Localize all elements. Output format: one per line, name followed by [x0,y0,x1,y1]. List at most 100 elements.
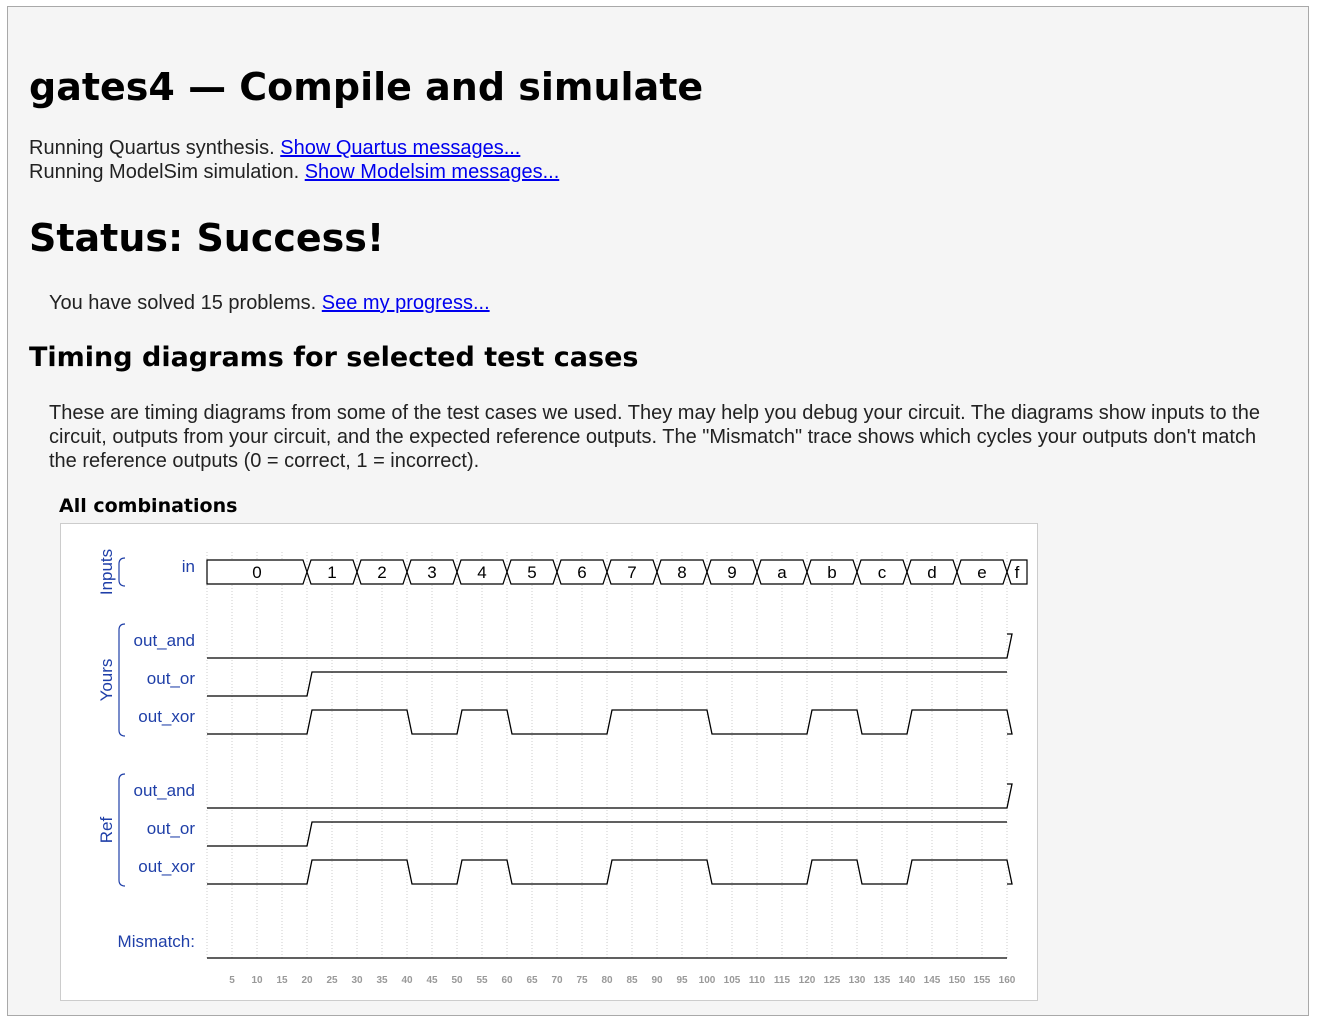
show-quartus-messages-link[interactable]: Show Quartus messages... [280,137,521,159]
in-bus-value: b [827,563,836,582]
in-bus-value: a [777,563,787,582]
time-tick-label: 95 [676,975,688,986]
in-bus-segment [206,559,308,585]
in-bus-segment [556,559,608,585]
time-tick-label: 130 [849,975,866,986]
modelsim-status-text: Running ModelSim simulation. [29,161,300,183]
solved-line: You have solved 15 problems. See my prog… [49,292,490,315]
in-bus-value: 7 [627,563,636,582]
time-tick-label: 10 [251,975,263,986]
in-bus-segment [856,559,908,585]
time-tick-label: 55 [476,975,488,986]
signal-label-out_xor: out_xor [138,857,195,876]
yours-out_and-trace [207,633,1013,659]
time-tick-label: 20 [301,975,313,986]
page-frame: gates4 — Compile and simulate Running Qu… [7,6,1309,1016]
signal-label-out_or: out_or [147,669,196,688]
time-tick-label: 40 [401,975,413,986]
group-label-yours: Yours [97,659,116,702]
in-bus-value: c [878,563,887,582]
in-bus-value: 9 [727,563,736,582]
in-bus-segment [306,559,358,585]
signal-label-out_or: out_or [147,819,196,838]
in-bus-segment [806,559,858,585]
in-bus-segment [706,559,758,585]
in-bus-value: 5 [527,563,536,582]
time-tick-label: 125 [824,975,841,986]
in-bus-value: 3 [427,563,436,582]
time-tick-label: 65 [526,975,538,986]
status-heading: Status: Success! [29,216,385,260]
in-bus-value: 1 [327,563,336,582]
group-brace [118,623,126,737]
in-bus-segment [356,559,408,585]
in-bus-segment [906,559,958,585]
time-tick-label: 80 [601,975,613,986]
show-modelsim-messages-link[interactable]: Show Modelsim messages... [304,161,560,183]
in-bus-value: 0 [252,563,261,582]
ref-out_or-trace [207,821,1007,847]
time-tick-label: 150 [949,975,966,986]
time-tick-label: 70 [551,975,563,986]
time-tick-label: 100 [699,975,716,986]
quartus-status-text: Running Quartus synthesis. [29,137,275,159]
mismatch-label: Mismatch: [118,932,195,951]
in-bus-segment [606,559,658,585]
see-my-progress-link[interactable]: See my progress... [321,292,490,314]
time-tick-label: 160 [999,975,1016,986]
group-label-inputs: Inputs [97,549,116,595]
time-tick-label: 155 [974,975,991,986]
in-bus-segment [956,559,1008,585]
yours-out_xor-trace [207,709,1013,735]
time-tick-label: 105 [724,975,741,986]
time-tick-label: 85 [626,975,638,986]
in-bus-segment [506,559,558,585]
in-bus-value: 2 [377,563,386,582]
time-tick-label: 15 [276,975,288,986]
time-tick-label: 50 [451,975,463,986]
time-tick-label: 25 [326,975,338,986]
time-tick-label: 35 [376,975,388,986]
timing-diagrams-heading: Timing diagrams for selected test cases [29,342,639,373]
signal-label-out_xor: out_xor [138,707,195,726]
time-tick-label: 5 [229,975,235,986]
time-tick-label: 120 [799,975,816,986]
in-bus-value: e [977,563,986,582]
group-label-ref: Ref [97,817,116,844]
time-tick-label: 140 [899,975,916,986]
in-bus-value: 4 [477,563,486,582]
time-tick-label: 135 [874,975,891,986]
in-bus-segment [456,559,508,585]
quartus-status-line: Running Quartus synthesis. Show Quartus … [29,137,520,160]
signal-label-out_and: out_and [134,781,195,800]
ref-out_and-trace [207,783,1013,809]
signal-label-in: in [182,557,195,576]
in-bus-segment [756,559,808,585]
page-title: gates4 — Compile and simulate [29,65,704,109]
in-bus-value: 8 [677,563,686,582]
in-bus-segment [656,559,708,585]
time-tick-label: 145 [924,975,941,986]
solved-text: You have solved 15 problems. [49,292,317,314]
in-bus-segment [1006,559,1028,585]
in-bus-value: 6 [577,563,586,582]
time-tick-label: 60 [501,975,513,986]
time-tick-label: 30 [351,975,363,986]
group-brace [118,557,126,587]
yours-out_or-trace [207,671,1007,697]
ref-out_xor-trace [207,859,1013,885]
time-tick-label: 115 [774,975,791,986]
group-brace [118,773,126,887]
time-tick-label: 75 [576,975,588,986]
in-bus-segment [406,559,458,585]
modelsim-status-line: Running ModelSim simulation. Show Models… [29,161,559,184]
signal-label-out_and: out_and [134,631,195,650]
test-case-heading: All combinations [59,495,238,517]
in-bus-value: f [1015,563,1020,582]
time-tick-label: 45 [426,975,438,986]
in-bus-value: d [927,563,936,582]
timing-diagrams-description: These are timing diagrams from some of t… [49,402,1260,472]
time-tick-label: 110 [749,975,766,986]
